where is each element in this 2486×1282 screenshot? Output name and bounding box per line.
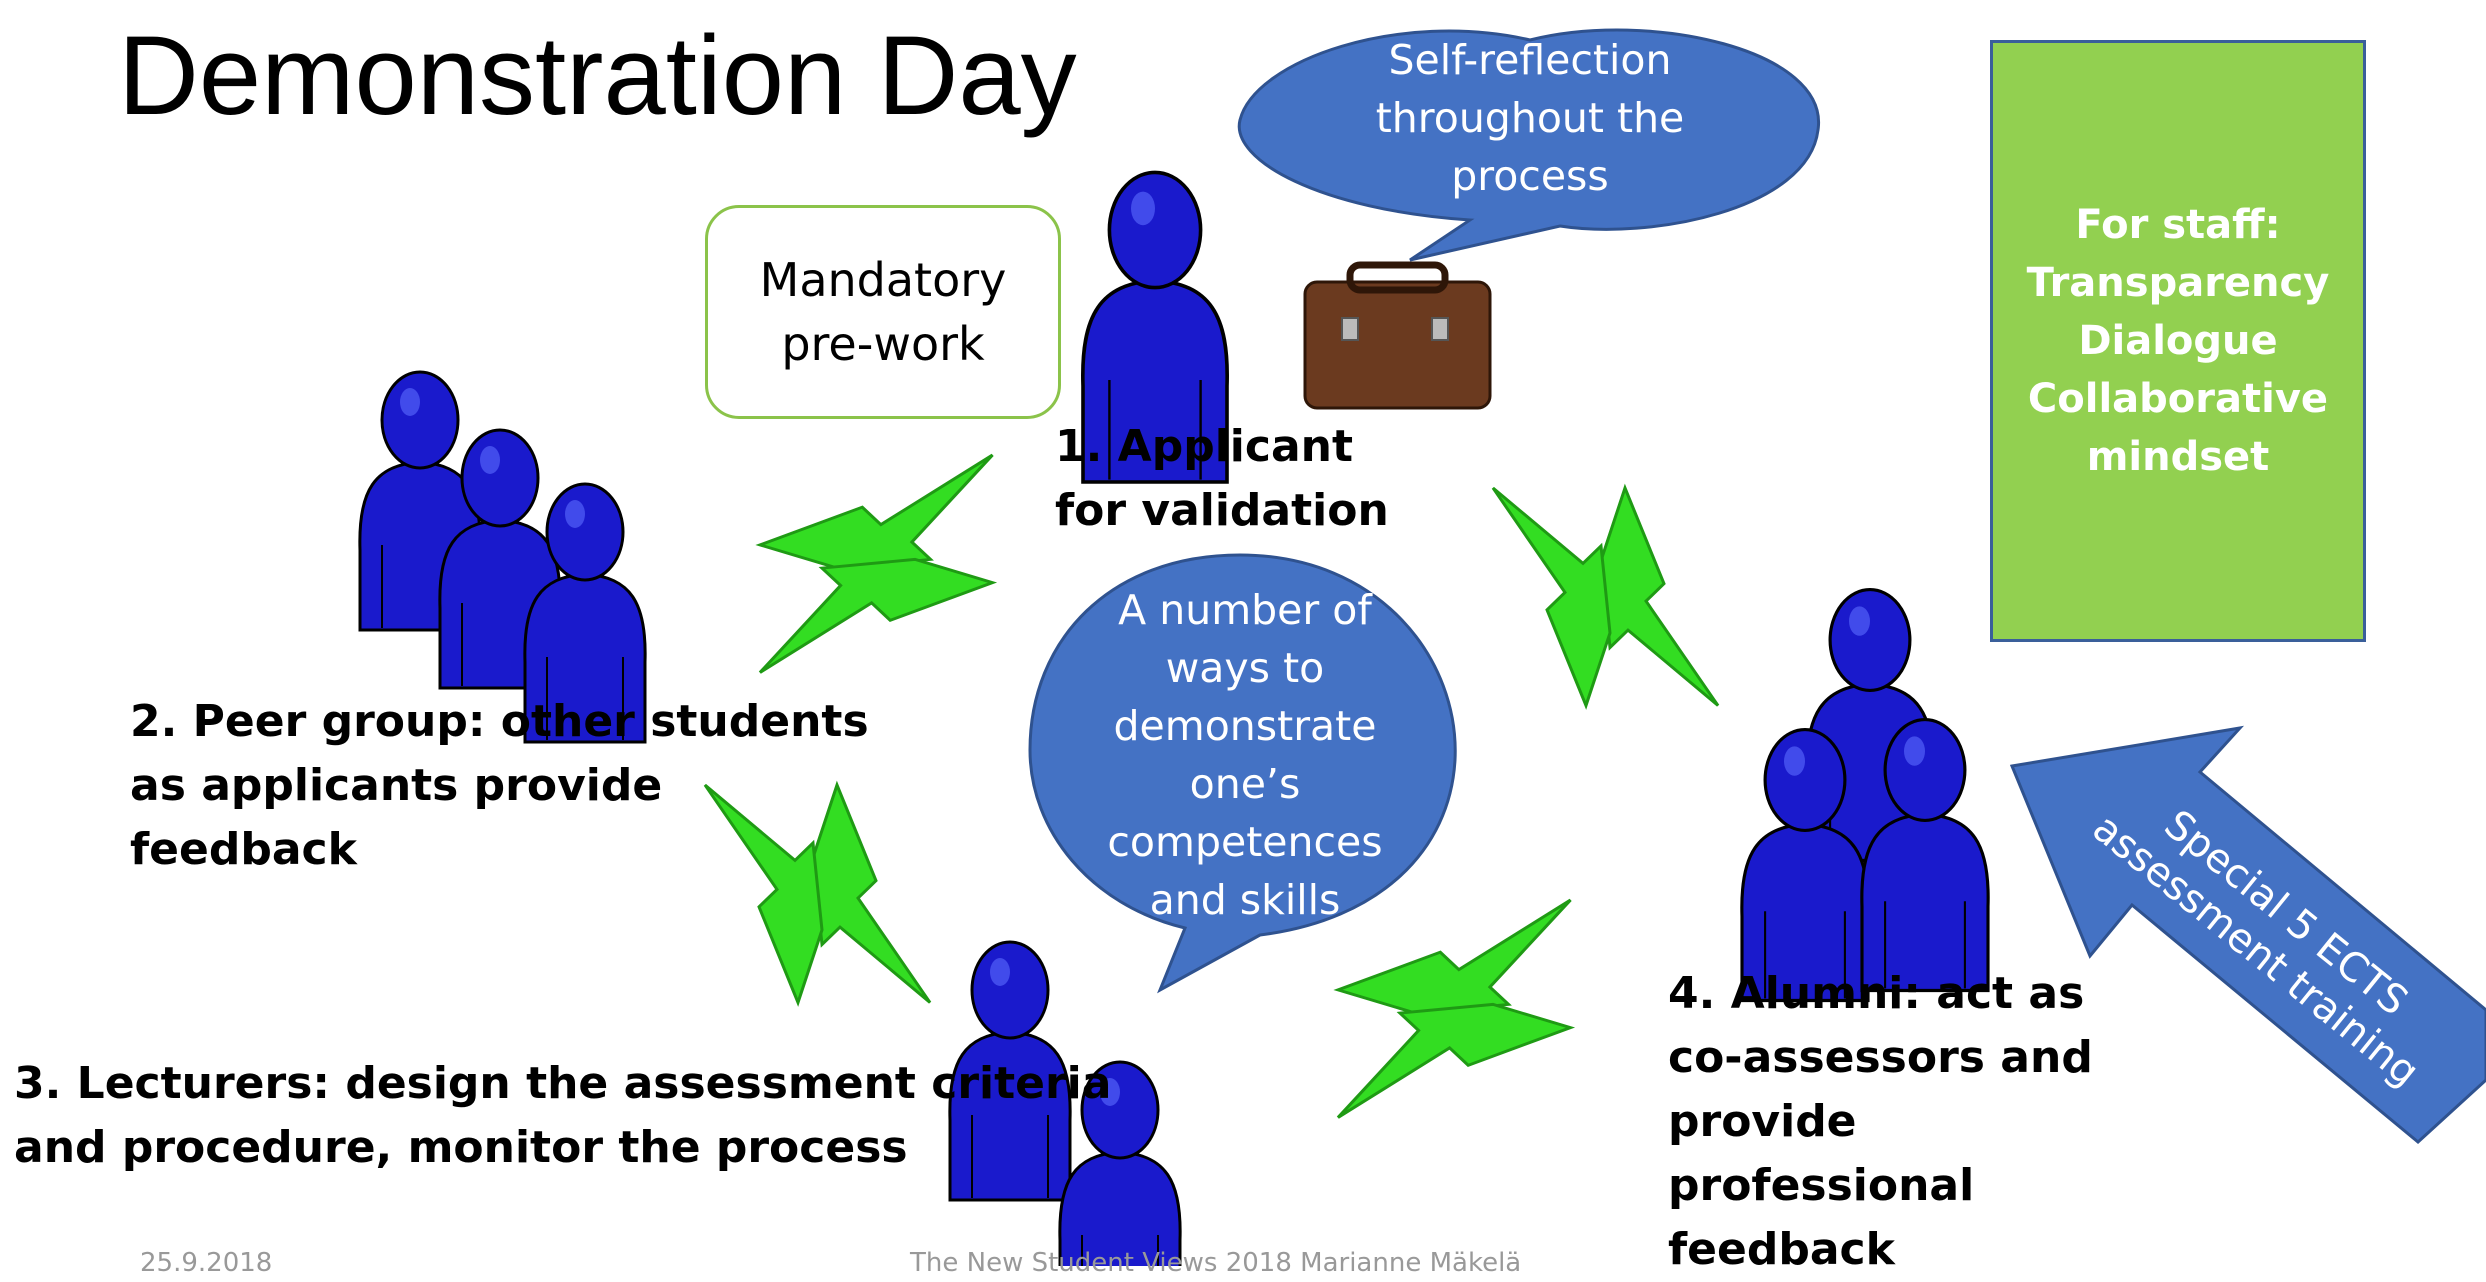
- center-line: A number of: [1118, 586, 1372, 634]
- self-reflection-line: process: [1451, 152, 1609, 200]
- applicant-line: 1. Applicant: [1055, 421, 1353, 472]
- briefcase-icon: [1303, 261, 1492, 410]
- alumni-line: co-assessors and: [1668, 1032, 2093, 1083]
- page-title: Demonstration Day: [118, 13, 1077, 138]
- footer-center: The New Student Views 2018 Marianne Mäke…: [910, 1248, 1522, 1278]
- staff-line: Transparency: [2026, 260, 2330, 306]
- center-line: and skills: [1149, 876, 1341, 924]
- center-bubble: [1028, 553, 1457, 994]
- staff-line: For staff:: [2075, 202, 2281, 248]
- peer-group-label: 2. Peer group: other students as applica…: [130, 690, 869, 882]
- alumni-icon: [1740, 588, 1990, 1003]
- alumni-line: professional: [1668, 1160, 1975, 1211]
- alumni-line: provide: [1668, 1096, 1857, 1147]
- lecturers-number: 3: [14, 1058, 45, 1109]
- self-reflection-bubble: [1237, 28, 1820, 262]
- applicant-label: 1. Applicant for validation: [1055, 415, 1389, 543]
- staff-line: Dialogue: [2078, 318, 2278, 364]
- alumni-line: 4. Alumni: act as: [1668, 968, 2085, 1019]
- block-arrow-icon: [2009, 725, 2486, 1144]
- mandatory-line: Mandatory: [759, 253, 1007, 307]
- center-line: competences: [1107, 818, 1383, 866]
- lecturers-line: and procedure, monitor the process: [14, 1122, 908, 1173]
- alumni-line: feedback: [1668, 1224, 1895, 1275]
- applicant-line: for validation: [1055, 485, 1389, 536]
- staff-line: Collaborative: [2027, 376, 2329, 422]
- center-line: demonstrate: [1113, 702, 1377, 750]
- peer-line: as applicants provide: [130, 760, 663, 811]
- alumni-label: 4. Alumni: act as co-assessors and provi…: [1668, 962, 2093, 1282]
- staff-box: For staff: Transparency Dialogue Collabo…: [1990, 40, 2366, 642]
- double-arrow-icon-left-top: [758, 453, 995, 675]
- peer-line: 2. Peer group: other students: [130, 696, 869, 747]
- footer-date: 25.9.2018: [140, 1248, 273, 1278]
- lecturers-label: 3. Lecturers: design the assessment crit…: [14, 1052, 1111, 1180]
- center-line: ways to: [1165, 644, 1325, 692]
- peer-group-icon: [358, 370, 647, 744]
- mandatory-prework-box: Mandatory pre-work: [705, 205, 1061, 419]
- self-reflection-text: Self-reflection throughout the process: [1330, 28, 1730, 208]
- center-bubble-text: A number of ways to demonstrate one’s co…: [1060, 580, 1430, 930]
- staff-line: mindset: [2086, 434, 2270, 480]
- peer-line: feedback: [130, 824, 357, 875]
- double-arrow-icon-right-top: [1491, 486, 1720, 707]
- center-line: one’s: [1189, 760, 1301, 808]
- mandatory-line: pre-work: [781, 317, 985, 371]
- self-reflection-line: throughout the: [1375, 94, 1685, 142]
- lecturers-line: . Lecturers: design the assessment crite…: [44, 1058, 1112, 1109]
- self-reflection-line: Self-reflection: [1388, 36, 1672, 84]
- double-arrow-icon-right-bottom: [1336, 898, 1573, 1120]
